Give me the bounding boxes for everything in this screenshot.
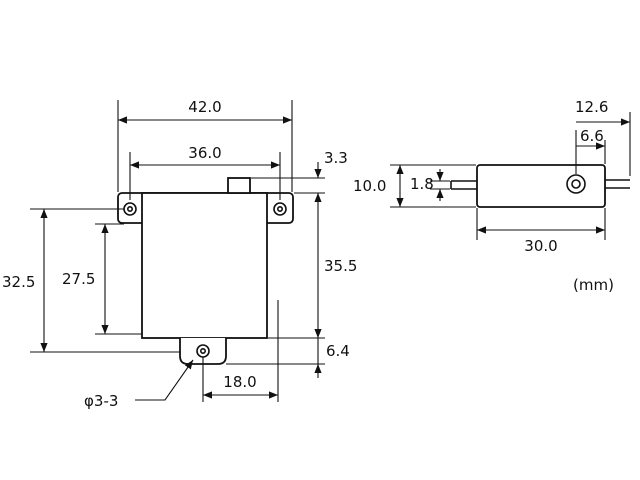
shaft-diameter-label: 1.8	[410, 175, 434, 193]
front-view	[117, 177, 294, 365]
body-width-label: 36.0	[188, 144, 221, 162]
unit-label: (mm)	[573, 276, 614, 294]
hole-spec-leader	[135, 359, 194, 401]
mount-hole-left-center	[127, 206, 134, 213]
tab-height-label: 6.4	[326, 342, 350, 360]
tab-offset-label: 18.0	[223, 373, 256, 391]
side-dimension-lines	[396, 118, 630, 234]
shaft-offset-outer-label: 12.6	[575, 98, 608, 116]
hole-spec-label: φ3-3	[84, 392, 118, 410]
overall-height-label: 32.5	[2, 273, 35, 291]
front-extension-lines	[30, 100, 325, 402]
mount-hole-bottom-center	[200, 347, 207, 354]
hole-spacing-label: 27.5	[62, 270, 95, 288]
mount-hole-right	[273, 202, 287, 216]
thickness-label: 10.0	[353, 177, 386, 195]
side-view	[450, 164, 630, 208]
overall-width-label: 42.0	[188, 98, 221, 116]
side-shaft-inner	[571, 179, 581, 189]
side-extension-lines	[390, 112, 631, 240]
shaft-height-label: 3.3	[324, 149, 348, 167]
side-shaft-circle	[566, 174, 586, 194]
servo-body	[141, 192, 268, 339]
side-body	[476, 164, 606, 208]
mount-hole-right-center	[276, 206, 283, 213]
front-dimension-lines	[40, 116, 322, 401]
length-label: 30.0	[524, 237, 557, 255]
output-shaft	[227, 177, 251, 194]
body-height-label: 35.5	[324, 257, 357, 275]
shaft-offset-inner-label: 6.6	[580, 127, 604, 145]
